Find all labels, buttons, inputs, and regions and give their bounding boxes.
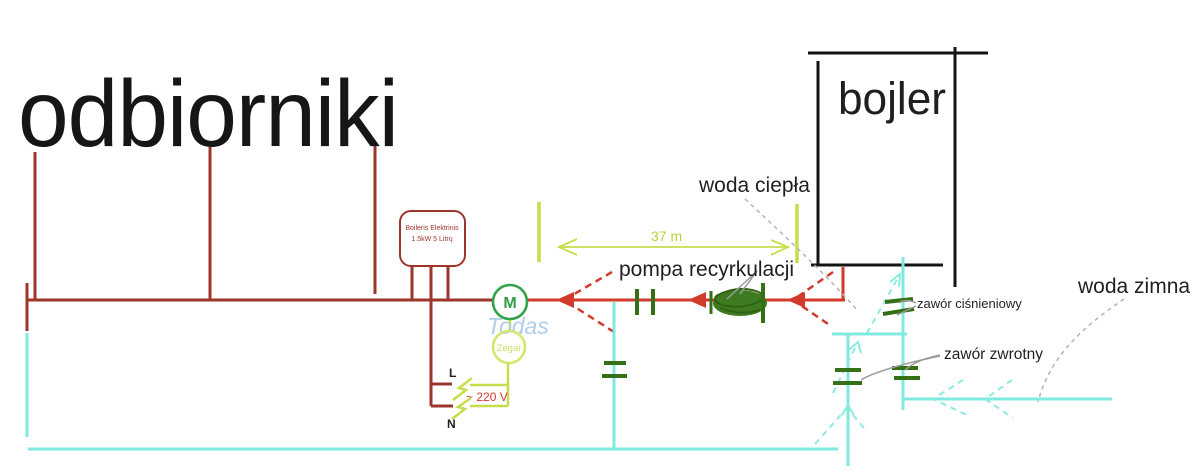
timer-wire-horizontals [470, 383, 508, 408]
flow-arrowhead-mid-icon [688, 292, 706, 308]
dashed-leaders [744, 198, 1125, 403]
leader-cold-water [1037, 298, 1125, 403]
timer-label: Zegar [497, 343, 522, 354]
distance-dimension [537, 202, 799, 263]
distance-arrowhead-left-icon [556, 238, 578, 256]
timer-wiring [451, 363, 510, 420]
cold-arrowhead-boiler-icon [889, 271, 902, 288]
cold-water-pipes [25, 257, 1112, 466]
leader-hot-water [744, 198, 859, 312]
lightning-bolt-live-icon [452, 377, 473, 401]
voltage-label: ~ 220 V [466, 390, 508, 404]
electric-boiler-label-line2: 1.5kW 5 Litrų [411, 236, 452, 243]
distance-arrowhead-right-icon [770, 239, 791, 256]
motor-circle-icon [491, 283, 529, 321]
page-title: odbiorniki [18, 61, 398, 167]
check-valve-label: zawór zwrotny [944, 346, 1043, 363]
lightning-bolt-neutral-icon [451, 396, 472, 420]
cold-arrowhead-cross-icon [848, 340, 862, 354]
leader-check-valve [860, 354, 941, 381]
cold-inlet-chevron-1-icon [930, 379, 968, 416]
leader-pump [726, 270, 758, 300]
leader-lines [726, 270, 941, 381]
electric-boiler-label-line1: Boileris Elektrinis [405, 225, 459, 232]
leader-pressure-valve [896, 299, 917, 316]
live-wire-label: L [449, 366, 456, 380]
flow-chevron-left-icon [561, 270, 615, 334]
fittings [602, 289, 920, 385]
recirculation-pump-label: pompa recyrkulacji [619, 258, 794, 281]
boiler-box [808, 47, 988, 287]
check-valve-right-icon [892, 366, 920, 380]
flow-chevron-right-icon [790, 270, 834, 328]
neutral-wire-label: N [447, 417, 456, 431]
hot-water-pipes-dark [25, 142, 510, 408]
cold-flow-up-branch-right-icon [846, 406, 865, 429]
pressure-valve-label: zawór ciśnieniowy [917, 296, 1022, 311]
union-fitting-icon [635, 289, 655, 315]
recirculation-pump-icon [709, 283, 767, 323]
cold-water-label: woda zimna [1077, 275, 1190, 298]
cold-inlet-chevron-2-icon [983, 379, 1014, 419]
boiler-label: bojler [838, 73, 946, 124]
cold-flow-heads [841, 271, 902, 416]
electric-boiler-box [399, 210, 466, 267]
power-stub-lines [431, 382, 453, 408]
cold-arrowhead-branch-icon [841, 403, 855, 416]
distance-label: 37 m [651, 228, 682, 244]
cold-flow-up-boiler-icon [866, 275, 900, 334]
motor-label: M [503, 295, 516, 312]
electric-boiler-legs [410, 264, 450, 300]
check-valve-left-icon [833, 368, 862, 385]
valve-middle-branch-icon [602, 361, 627, 378]
cold-flow-up-branch-left-icon [814, 407, 848, 445]
hot-flow-dashed-chevrons [561, 270, 834, 334]
hot-water-label: woda ciepła [698, 174, 810, 197]
